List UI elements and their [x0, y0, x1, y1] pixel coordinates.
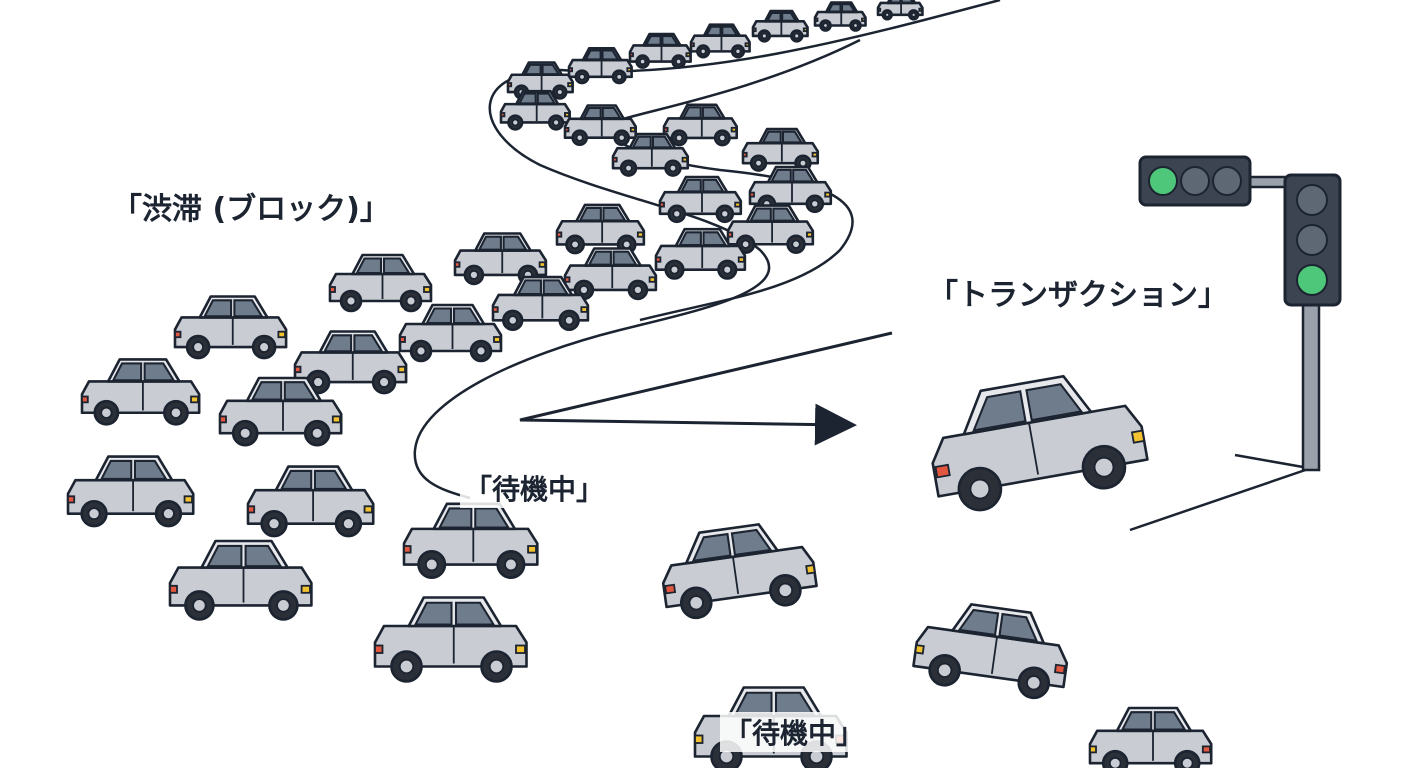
- car-icon: [563, 247, 658, 301]
- car-icon: [741, 127, 820, 172]
- car-icon: [173, 295, 288, 360]
- car-icon: [328, 253, 433, 313]
- car-icon: [628, 32, 692, 69]
- car-icon: [1088, 706, 1213, 768]
- road-edge-inner: [610, 38, 861, 322]
- road-lines: [413, 0, 1321, 532]
- car-icon: [499, 89, 571, 131]
- label-waiting: 「待機中」: [460, 468, 609, 508]
- car-icon: [654, 227, 747, 280]
- car-icon: [246, 465, 375, 538]
- stop-line: [1129, 463, 1321, 532]
- road-edge-outer: [413, 0, 1001, 500]
- car-icon: [567, 46, 633, 85]
- car-icon: [661, 523, 818, 620]
- car-icon: [506, 61, 574, 100]
- label-transaction: 「トランザクション」: [928, 278, 1228, 313]
- car-icon: [168, 539, 313, 621]
- car-icon: [80, 358, 201, 426]
- traffic-signal-icon: [1138, 155, 1342, 472]
- car-icon: [563, 104, 638, 147]
- car-icon: [662, 103, 739, 147]
- car-icon: [402, 502, 539, 580]
- car-icon: [373, 596, 528, 683]
- label-waiting: 「待機中」: [720, 712, 869, 752]
- car-icon: [491, 275, 590, 332]
- car-icon: [813, 1, 867, 32]
- label-block-congestion: 「渋滞 (ブロック)」: [112, 192, 390, 227]
- car-icon: [912, 603, 1069, 700]
- signal-light-green-vertical: [1296, 264, 1328, 296]
- car-icon: [689, 23, 751, 59]
- car-icon: [66, 455, 195, 528]
- arrow-right-icon: [519, 331, 893, 446]
- car-icon: [658, 175, 743, 224]
- car-icon: [751, 9, 809, 43]
- car-icon: [218, 376, 343, 447]
- car-icon: [611, 132, 690, 177]
- car-icon: [876, 0, 924, 21]
- car-icon: [555, 203, 646, 255]
- car-icon: [726, 204, 815, 254]
- signal-light-green-horizontal: [1148, 166, 1178, 196]
- car-icon: [293, 330, 408, 395]
- car-icon: [931, 374, 1149, 512]
- car-icon: [398, 303, 503, 363]
